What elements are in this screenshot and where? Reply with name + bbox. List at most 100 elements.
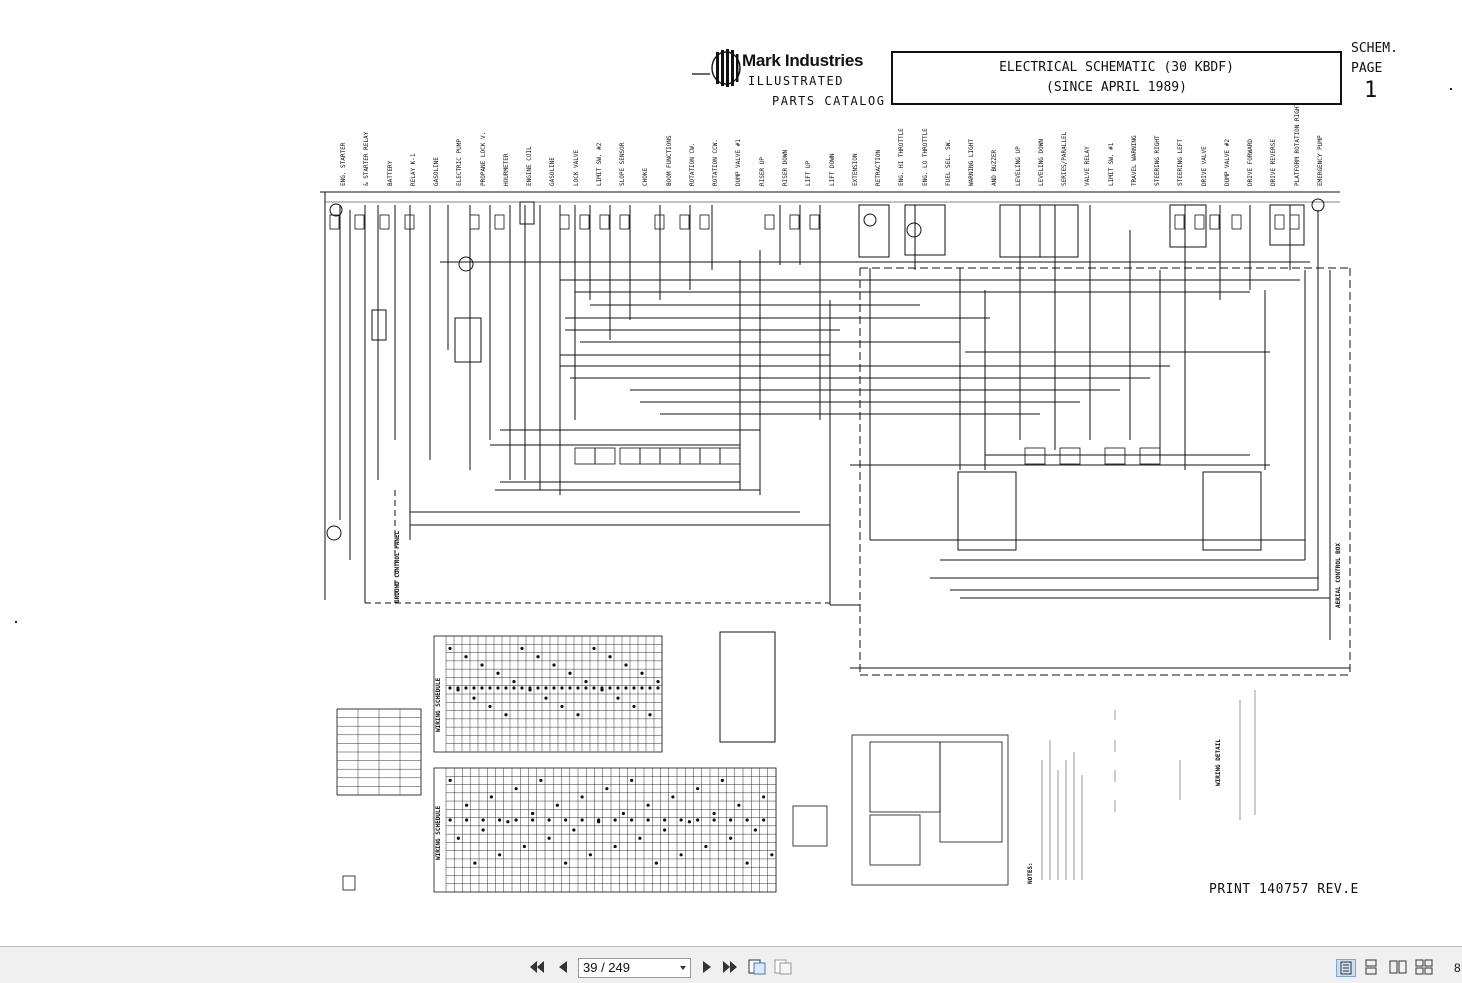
wiring-mark [646, 803, 650, 807]
column-label: LEVELING DOWN [1038, 139, 1045, 186]
relay-contact [1274, 214, 1285, 230]
two-page-view-button[interactable] [1388, 959, 1408, 977]
previous-page-button[interactable] [555, 960, 571, 974]
wiring-mark [480, 663, 484, 667]
wiring-mark [448, 818, 452, 822]
wiring-mark [616, 696, 620, 700]
continuous-view-button[interactable] [1362, 959, 1382, 977]
column-label: & STARTER RELAY [363, 131, 370, 186]
wiring-mark [520, 646, 524, 651]
column-label: STEERING RIGHT [1154, 135, 1161, 186]
toggle-switch [699, 447, 721, 465]
page-layout-button[interactable] [774, 959, 792, 975]
toggle-switch [679, 447, 701, 465]
page-label: PAGE [1351, 61, 1383, 76]
wiring-mark [737, 803, 741, 807]
column-label: GASOLINE [549, 157, 556, 186]
wiring-mark [555, 803, 559, 807]
last-page-button[interactable] [722, 960, 738, 974]
relay-contact [379, 214, 390, 230]
wiring-mark [531, 811, 535, 816]
toggle-switch [594, 447, 616, 465]
single-page-view-button[interactable] [1336, 959, 1356, 977]
wiring-mark [640, 671, 644, 675]
wiring-mark [696, 818, 700, 822]
relay-contact [1231, 214, 1242, 230]
mark-industries-logo: Mark Industries ILLUSTRATED PARTS CATALO… [690, 44, 890, 114]
toggle-switch [1139, 447, 1161, 465]
wiring-mark [480, 686, 484, 690]
wiring-mark [512, 679, 516, 684]
print-reference: PRINT 140757 REV.E [1209, 882, 1359, 897]
single-page-icon [1340, 961, 1352, 975]
wiring-mark [580, 818, 584, 822]
wiring-mark [464, 655, 468, 659]
relay-contact [1174, 214, 1185, 230]
wiring-mark [498, 853, 502, 857]
toggle-switch [1104, 447, 1126, 465]
schem-page-number: 1 [1364, 78, 1378, 103]
wiring-mark [536, 655, 540, 659]
wiring-mark [679, 853, 683, 857]
relay-contact [654, 214, 665, 230]
wiring-mark [536, 686, 540, 690]
next-page-button[interactable] [699, 960, 715, 974]
chevron-down-icon[interactable] [680, 966, 686, 970]
schematic-subtitle: (SINCE APRIL 1989) [1046, 80, 1187, 95]
wiring-mark [456, 686, 460, 690]
two-page-icon [1389, 960, 1407, 974]
column-label: LIFT DOWN [829, 153, 836, 186]
toggle-switch [574, 447, 596, 465]
wiring-mark [496, 686, 500, 690]
wiring-mark [632, 704, 636, 709]
wiring-mark [753, 828, 757, 832]
wiring-mark [762, 818, 766, 822]
wiring-mark [547, 836, 551, 840]
wiring-mark [481, 818, 485, 822]
wiring-mark [528, 686, 532, 690]
column-label: VALVE RELAY [1084, 146, 1091, 186]
wiring-mark [613, 844, 617, 849]
column-label: LIMIT SW. #1 [1108, 142, 1115, 186]
brand-subtitle-illustrated: ILLUSTRATED [748, 74, 844, 88]
wiring-mark [632, 686, 636, 690]
copy-page-icon [774, 959, 792, 975]
wiring-mark [613, 818, 617, 822]
wiring-mark [640, 686, 644, 690]
column-label: DUMP VALVE #1 [735, 139, 742, 186]
first-page-button[interactable] [529, 960, 545, 974]
toggle-switch [1059, 447, 1081, 465]
page-thumbnail-button[interactable] [748, 959, 766, 975]
wiring-mark [576, 686, 580, 690]
column-label: EXTENSION [852, 153, 859, 186]
relay-contact [1289, 214, 1300, 230]
wiring-mark [448, 686, 452, 690]
wiring-mark [616, 686, 620, 690]
wiring-mark [745, 861, 749, 865]
column-label: ENGINE COIL [526, 146, 533, 186]
column-label: BATTERY [387, 160, 394, 186]
wiring-mark [448, 646, 452, 651]
ground-control-panel-label: GROUND CONTROL PANEL [394, 530, 401, 603]
wiring-mark [663, 818, 667, 822]
wiring-mark [656, 679, 660, 684]
wiring-mark [552, 663, 556, 667]
wiring-detail-label: WIRING DETAIL [1215, 739, 1222, 786]
toggle-switch [659, 447, 681, 465]
wiring-mark [544, 696, 548, 700]
two-page-continuous-view-button[interactable] [1414, 959, 1434, 977]
wiring-mark [512, 686, 516, 690]
column-label: DRIVE VALVE [1201, 146, 1208, 186]
wiring-mark [472, 696, 476, 700]
wiring-mark [481, 828, 485, 832]
wiring-mark [648, 686, 652, 690]
thumbnail-icon [748, 959, 766, 975]
column-label: RISER DOWN [782, 149, 789, 186]
wiring-mark [745, 818, 749, 822]
wiring-mark [564, 818, 568, 822]
zoom-level[interactable]: 8 [1454, 961, 1461, 975]
wiring-mark [580, 795, 584, 799]
page-number-field[interactable]: 39 / 249 [578, 958, 691, 978]
column-label: DRIVE FORWARD [1247, 139, 1254, 186]
